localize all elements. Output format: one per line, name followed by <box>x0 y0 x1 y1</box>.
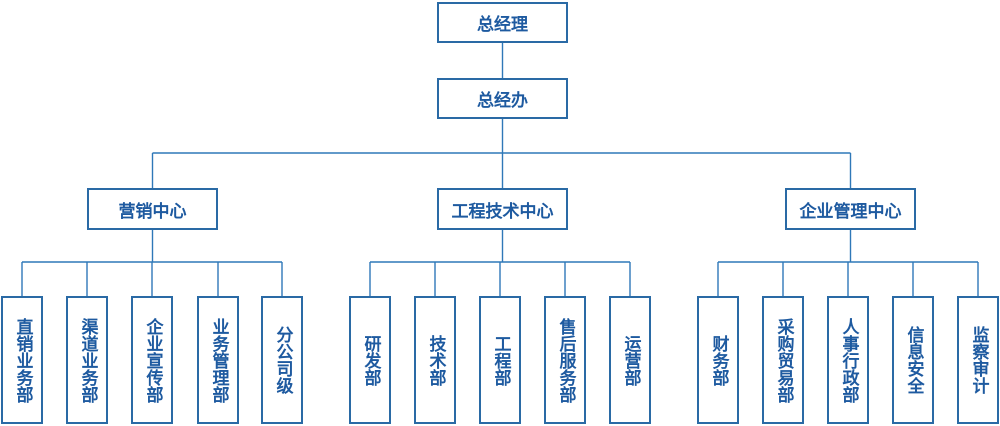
node-dept-audit: 监察审计 <box>957 296 999 424</box>
node-center-management: 企业管理中心 <box>785 188 916 230</box>
node-dept-direct-sales: 直销业务部 <box>1 296 43 424</box>
node-dept-procurement-trade: 采购贸易部 <box>762 296 804 424</box>
node-general-manager: 总经理 <box>437 2 568 43</box>
node-dept-hr-admin: 人事行政部 <box>827 296 869 424</box>
node-dept-engineering: 工程部 <box>479 296 521 424</box>
node-dept-finance: 财务部 <box>697 296 739 424</box>
node-dept-info-security: 信息安全 <box>892 296 934 424</box>
node-dept-corporate-publicity: 企业宣传部 <box>131 296 173 424</box>
node-gm-office: 总经办 <box>437 78 568 119</box>
node-dept-operations: 运营部 <box>609 296 651 424</box>
node-dept-business-management: 业务管理部 <box>197 296 239 424</box>
node-dept-after-sales: 售后服务部 <box>544 296 586 424</box>
node-dept-technical: 技术部 <box>414 296 456 424</box>
node-dept-branch-level: 分公司级 <box>261 296 303 424</box>
node-dept-channel-business: 渠道业务部 <box>66 296 108 424</box>
node-center-marketing: 营销中心 <box>87 188 218 230</box>
node-dept-rnd: 研发部 <box>349 296 391 424</box>
node-center-engineering: 工程技术中心 <box>437 188 568 230</box>
